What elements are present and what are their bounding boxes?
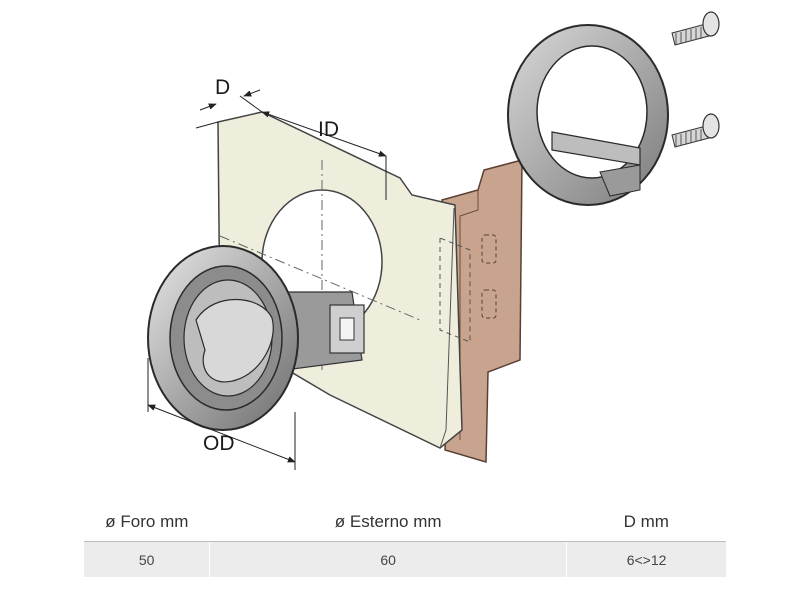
- screw-top: [671, 11, 720, 46]
- dimension-od: OD: [147, 358, 296, 470]
- header-thickness: D mm: [566, 503, 726, 542]
- label-d: D: [215, 76, 230, 99]
- dimension-d: D: [195, 76, 263, 129]
- spec-table: ø Foro mm ø Esterno mm D mm 50 60 6<>12: [84, 503, 726, 577]
- cell-outer-diameter: 60: [209, 541, 568, 577]
- table-header-row: ø Foro mm ø Esterno mm D mm: [84, 503, 726, 542]
- screw-bottom: [671, 113, 720, 148]
- header-outer-diameter: ø Esterno mm: [209, 503, 567, 542]
- cell-hole-diameter: 50: [84, 541, 211, 577]
- table-row: 50 60 6<>12: [84, 541, 726, 577]
- dimension-id: ID: [261, 111, 387, 200]
- retaining-ring: [507, 24, 669, 206]
- label-id: ID: [318, 118, 339, 141]
- cell-thickness: 6<>12: [566, 541, 726, 577]
- label-od: OD: [203, 432, 235, 455]
- exploded-assembly-diagram: D ID OD: [147, 11, 720, 470]
- latch-handle: [147, 245, 365, 431]
- header-hole-diameter: ø Foro mm: [84, 503, 210, 542]
- pull-ring: [195, 298, 274, 383]
